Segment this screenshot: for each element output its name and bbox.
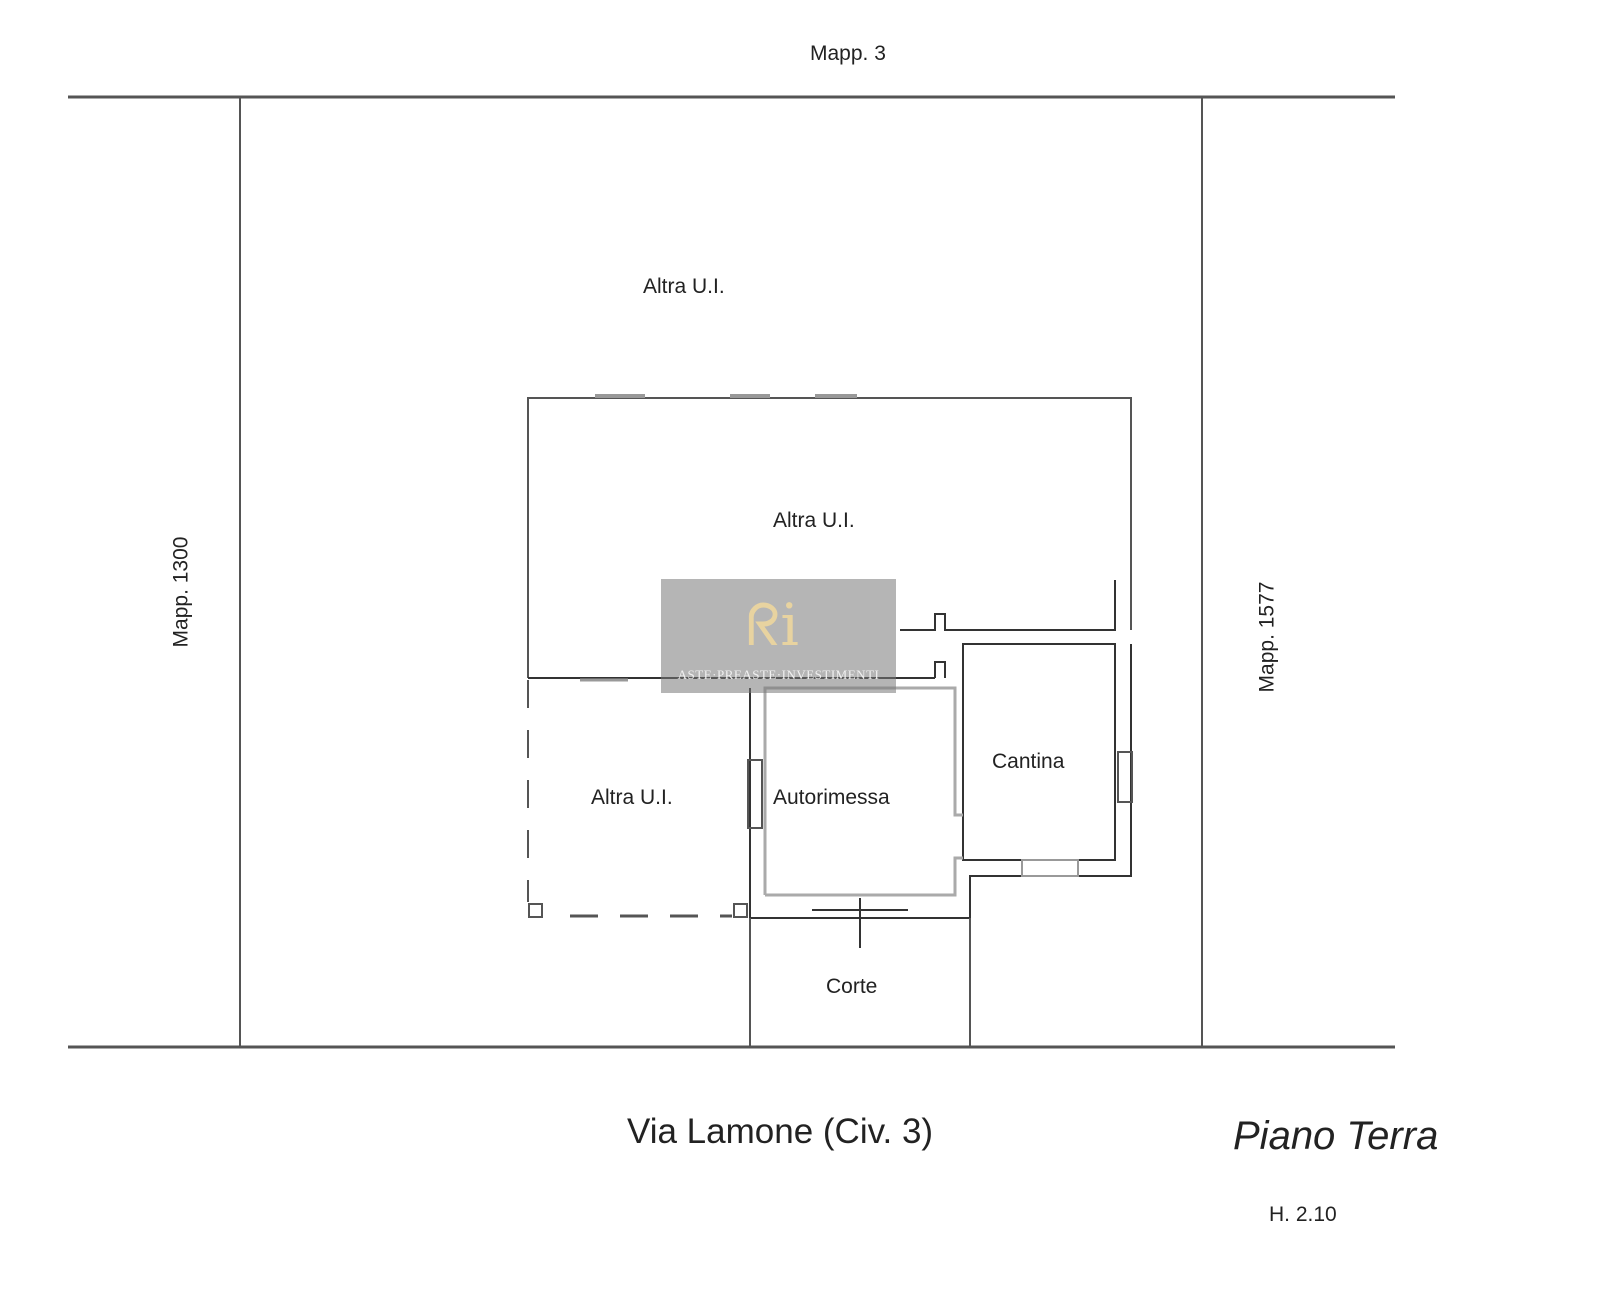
label-autorimessa: Autorimessa	[773, 786, 890, 809]
label-altra-ui-left: Altra U.I.	[591, 786, 673, 809]
label-mapp-1577: Mapp. 1577	[1255, 581, 1279, 693]
label-altra-ui-top: Altra U.I.	[643, 275, 725, 298]
watermark-text: ASTE·PREASTE·INVESTIMENTI	[677, 667, 880, 682]
label-altra-ui-middle: Altra U.I.	[773, 509, 855, 532]
label-corte: Corte	[826, 975, 878, 998]
watermark: ᖇi ASTE·PREASTE·INVESTIMENTI	[661, 579, 896, 693]
autorimessa-inner	[763, 686, 963, 895]
watermark-logo: ᖇi	[746, 591, 799, 659]
label-cantina: Cantina	[992, 750, 1065, 773]
label-mapp-1300: Mapp. 1300	[169, 536, 193, 648]
label-floor: Piano Terra	[1233, 1114, 1439, 1158]
label-mapp-3: Mapp. 3	[810, 42, 886, 65]
label-height: H. 2.10	[1269, 1203, 1337, 1226]
label-street: Via Lamone (Civ. 3)	[627, 1112, 934, 1151]
